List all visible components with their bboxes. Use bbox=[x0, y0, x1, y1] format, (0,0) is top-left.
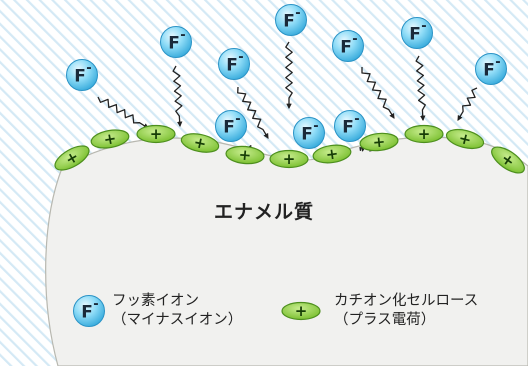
svg-text:-: - bbox=[295, 6, 300, 21]
svg-text:-: - bbox=[238, 50, 243, 65]
arrow-7 bbox=[457, 87, 478, 121]
svg-text:F: F bbox=[168, 34, 180, 54]
svg-text:+: + bbox=[192, 133, 208, 153]
enamel-label: エナメル質 bbox=[213, 201, 314, 223]
arrow-5 bbox=[361, 67, 395, 119]
fluoride-ion-1: F- bbox=[66, 59, 98, 91]
cation-layer: + + + + + + + + + + + bbox=[54, 124, 525, 174]
svg-text:-: - bbox=[495, 55, 500, 70]
arrow-1 bbox=[97, 96, 149, 129]
cation-7: + bbox=[312, 144, 352, 164]
svg-text:+: + bbox=[150, 125, 163, 143]
svg-text:+: + bbox=[372, 132, 386, 151]
fluoride-ion-6: F- bbox=[401, 17, 433, 49]
cation-10: + bbox=[445, 129, 485, 150]
cation-3: + bbox=[136, 124, 176, 144]
svg-text:+: + bbox=[295, 302, 308, 320]
fluoride-ion-10: F- bbox=[334, 110, 366, 142]
legend-fluoride-line1: フッ素イオン bbox=[112, 293, 199, 309]
svg-text:+: + bbox=[283, 150, 296, 168]
legend-cation-icon: + bbox=[281, 301, 321, 321]
svg-text:F: F bbox=[342, 118, 354, 138]
enamel-surface bbox=[45, 136, 528, 366]
svg-text:+: + bbox=[418, 125, 431, 143]
cation-1: + bbox=[54, 145, 90, 171]
svg-text:F: F bbox=[483, 61, 495, 81]
svg-text:-: - bbox=[421, 19, 426, 34]
svg-text:-: - bbox=[352, 32, 357, 47]
svg-text:F: F bbox=[409, 25, 421, 45]
svg-text:F: F bbox=[81, 303, 93, 323]
cation-11: + bbox=[491, 146, 525, 174]
cation-4: + bbox=[180, 133, 220, 153]
svg-text:-: - bbox=[93, 297, 98, 312]
fluoride-ion-2: F- bbox=[160, 26, 192, 58]
arrow-6 bbox=[415, 55, 426, 122]
legend-fluoride-text: フッ素イオン （マイナスイオン） bbox=[112, 292, 242, 330]
svg-text:F: F bbox=[340, 38, 352, 58]
svg-text:-: - bbox=[235, 112, 240, 127]
fluoride-ion-9: F- bbox=[293, 117, 325, 149]
svg-text:F: F bbox=[283, 12, 295, 32]
svg-text:-: - bbox=[180, 28, 185, 43]
svg-text:-: - bbox=[354, 112, 359, 127]
cation-8: + bbox=[359, 132, 399, 152]
legend-cation-text: カチオン化セルロース （プラス電荷） bbox=[334, 292, 478, 330]
svg-text:+: + bbox=[325, 144, 340, 164]
svg-text:-: - bbox=[313, 119, 318, 134]
svg-text:F: F bbox=[226, 56, 238, 76]
arrow-4 bbox=[285, 41, 293, 110]
legend-fluoride-line2: （マイナスイオン） bbox=[112, 312, 243, 328]
legend-fluoride-icon: F- bbox=[73, 295, 105, 327]
svg-text:+: + bbox=[457, 129, 474, 150]
cation-2: + bbox=[90, 129, 130, 149]
legend-icons: F- + bbox=[73, 295, 321, 327]
legend-cation-line1: カチオン化セルロース bbox=[334, 293, 479, 309]
svg-text:F: F bbox=[223, 118, 235, 138]
fluoride-ion-7: F- bbox=[475, 53, 507, 85]
cation-6: + bbox=[269, 149, 309, 169]
svg-text:-: - bbox=[86, 61, 91, 76]
fluoride-ion-8: F- bbox=[215, 110, 247, 142]
cation-9: + bbox=[404, 124, 444, 144]
arrow-2 bbox=[172, 65, 183, 128]
fluoride-layer: F-F-F-F-F-F-F-F-F-F- bbox=[66, 4, 507, 149]
legend-cation-line2: （プラス電荷） bbox=[334, 312, 436, 328]
fluoride-ion-3: F- bbox=[218, 48, 250, 80]
svg-text:F: F bbox=[74, 67, 86, 87]
fluoride-ion-5: F- bbox=[332, 30, 364, 62]
svg-text:+: + bbox=[102, 129, 118, 149]
fluoride-ion-4: F- bbox=[275, 4, 307, 36]
cation-5: + bbox=[225, 145, 265, 165]
arrow-3 bbox=[237, 86, 269, 139]
svg-text:+: + bbox=[238, 145, 252, 164]
svg-text:F: F bbox=[301, 125, 313, 145]
